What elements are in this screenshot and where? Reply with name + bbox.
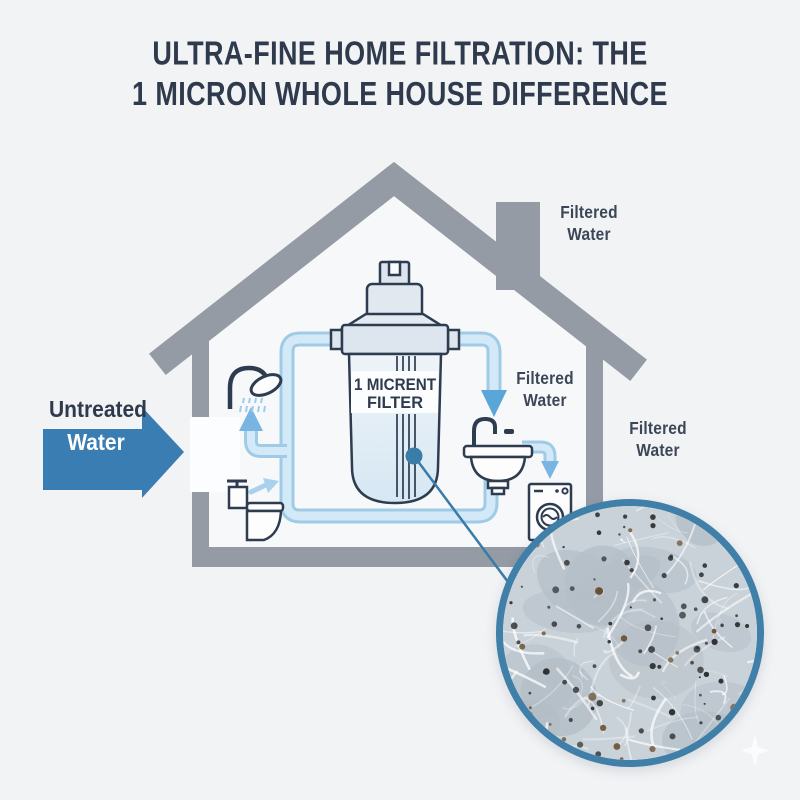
filter-label-line-1: 1 MICRENT: [354, 375, 437, 394]
house-floor: [192, 547, 603, 567]
down-arrow-sink: [481, 390, 507, 417]
flow-arrows: [239, 390, 559, 495]
filter-unit: 1 MICRENT FILTER: [329, 260, 461, 505]
filter-cap-band: [340, 323, 450, 356]
down-arrow-washer: [541, 461, 559, 479]
pipe-branch-shower: [244, 430, 287, 458]
title-line-1: ULTRA-FINE HOME FILTRATION: THE: [152, 35, 648, 72]
pipe-branch-washer: [522, 440, 557, 464]
water-pipes: [244, 331, 557, 524]
label-filtered-water-sink: Filtered Water: [516, 369, 574, 411]
shower-icon: [227, 365, 283, 413]
label-untreated-water-line1: Untreated: [48, 397, 148, 423]
house-left-wall-upper: [192, 336, 209, 417]
label-filtered-water-roof: Filtered Water: [560, 203, 618, 245]
up-arrow-shower: [239, 407, 263, 431]
filter-media-magnifier: [496, 499, 764, 767]
filter-label-line-2: FILTER: [367, 393, 423, 412]
title-line-2: 1 MICRON WHOLE HOUSE DIFFERENCE: [132, 75, 668, 113]
sink-icon: [462, 416, 534, 496]
filter-label-band: [351, 371, 438, 413]
page-title: ULTRA-FINE HOME FILTRATION: THE 1 MICRON…: [0, 34, 800, 115]
filter-media-texture: [503, 506, 757, 760]
filter-outlet-nipple: [446, 328, 461, 351]
untreated-water-arrow: [43, 407, 184, 498]
magnifier-leader-line: [412, 455, 522, 599]
pipe-main-loop: [279, 331, 502, 524]
house-roof: [149, 161, 647, 381]
house-left-wall-lower: [192, 492, 209, 567]
label-untreated-water-line2: Water: [67, 430, 125, 456]
filter-sample-dot: [405, 447, 423, 465]
toilet-icon: [227, 479, 285, 542]
toilet-flow-arrow: [248, 478, 279, 495]
label-filtered-water-exterior: Filtered Water: [629, 419, 687, 461]
filter-cap-stem-notch: [387, 260, 402, 277]
filter-inlet-nipple: [329, 328, 344, 351]
